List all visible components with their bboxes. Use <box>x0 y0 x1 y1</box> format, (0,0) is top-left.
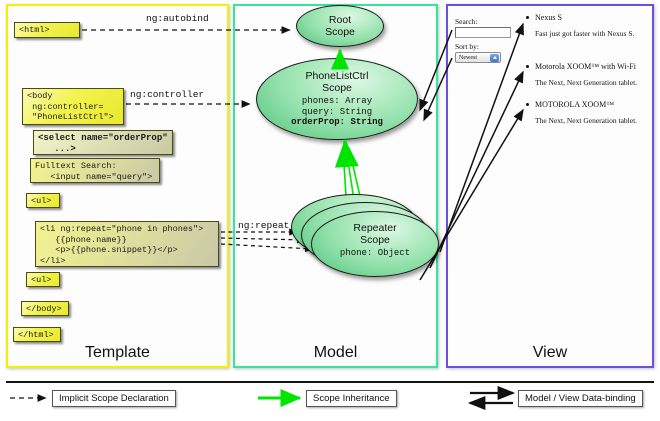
scope-repeater: Repeater Scope phone: Object <box>311 211 439 277</box>
panel-model-title: Model <box>313 344 358 361</box>
scope-prop-orderprop: orderProp: String <box>291 117 383 127</box>
code-box-body-open: <body ng:controller= "PhoneListCtrl"> <box>22 88 124 125</box>
view-phone-item-2: MOTOROLA XOOM™ The Next, Next Generation… <box>526 100 638 125</box>
legend-divider <box>6 381 654 383</box>
panel-view-title: View <box>532 344 568 361</box>
scope-repeater-props: phone: Object <box>312 248 438 259</box>
legend-item-model-view-data-binding: Model / View Data-binding <box>518 390 643 407</box>
scope-repeater-title-line1: Repeater <box>353 222 397 234</box>
view-phone-snippet: The Next, Next Generation tablet. <box>535 78 638 87</box>
code-box-ul-open: <ul> <box>26 193 60 208</box>
view-sort-select-value: Newest <box>459 55 477 61</box>
scope-phonelistctrl-props: phones: Array query: String orderProp: S… <box>257 96 417 128</box>
chevron-down-icon <box>490 54 499 62</box>
panel-template-title: Template <box>85 344 150 361</box>
view-sort-label: Sort by: <box>455 42 479 51</box>
view-search-label: Search: <box>455 17 478 26</box>
code-box-html-open: <html> <box>14 22 80 38</box>
panel-model: Model <box>233 4 438 368</box>
list-bullet-icon <box>526 103 529 106</box>
view-phone-item-0: Nexus S Fast just got faster with Nexus … <box>526 13 635 38</box>
scope-phonelistctrl-title-line1: PhoneListCtrl <box>305 70 369 82</box>
scope-prop-query: query: String <box>301 106 373 117</box>
code-box-li-repeat: <li ng:repeat="phone in phones"> {{phone… <box>35 221 219 267</box>
code-box-fulltext-search: Fulltext Search: <input name="query"> <box>30 158 160 183</box>
scope-phonelistctrl-title-line2: Scope <box>322 82 352 94</box>
view-sort-select[interactable]: Newest <box>455 52 501 63</box>
connector-label-controller: ng:controller <box>130 89 205 100</box>
code-box-select: <select name="orderProp" ...> <box>33 130 173 155</box>
view-phone-item-1: Motorola XOOM™ with Wi-Fi The Next, Next… <box>526 62 638 87</box>
view-search-input[interactable] <box>455 27 511 38</box>
scope-root-title-line2: Scope <box>325 26 355 38</box>
scope-prop-phone: phone: Object <box>339 248 411 258</box>
scope-prop-phones: phones: Array <box>301 96 373 106</box>
view-phone-name: Motorola XOOM™ with Wi-Fi <box>535 62 636 71</box>
view-phone-snippet: The Next, Next Generation tablet. <box>535 116 638 125</box>
legend-item-scope-inheritance: Scope Inheritance <box>306 390 397 407</box>
connector-label-autobind: ng:autobind <box>146 13 209 24</box>
view-phone-name: MOTOROLA XOOM™ <box>535 100 615 109</box>
list-bullet-icon <box>526 16 529 19</box>
scope-repeater-title-line2: Scope <box>360 234 390 246</box>
view-phone-name: Nexus S <box>535 13 562 22</box>
scope-phonelistctrl: PhoneListCtrl Scope phones: Array query:… <box>256 58 418 140</box>
scope-root-title-line1: Root <box>328 14 352 26</box>
legend-item-implicit-scope-declaration: Implicit Scope Declaration <box>52 390 176 407</box>
code-box-ul-close: <ul> <box>26 272 60 287</box>
view-phone-snippet: Fast just got faster with Nexus S. <box>535 29 635 38</box>
connector-label-repeat: ng:repeat <box>238 220 290 231</box>
code-box-html-close: </html> <box>13 327 61 342</box>
list-bullet-icon <box>526 65 529 68</box>
scope-root: Root Scope <box>296 5 384 47</box>
code-box-body-close: </body> <box>21 301 69 316</box>
